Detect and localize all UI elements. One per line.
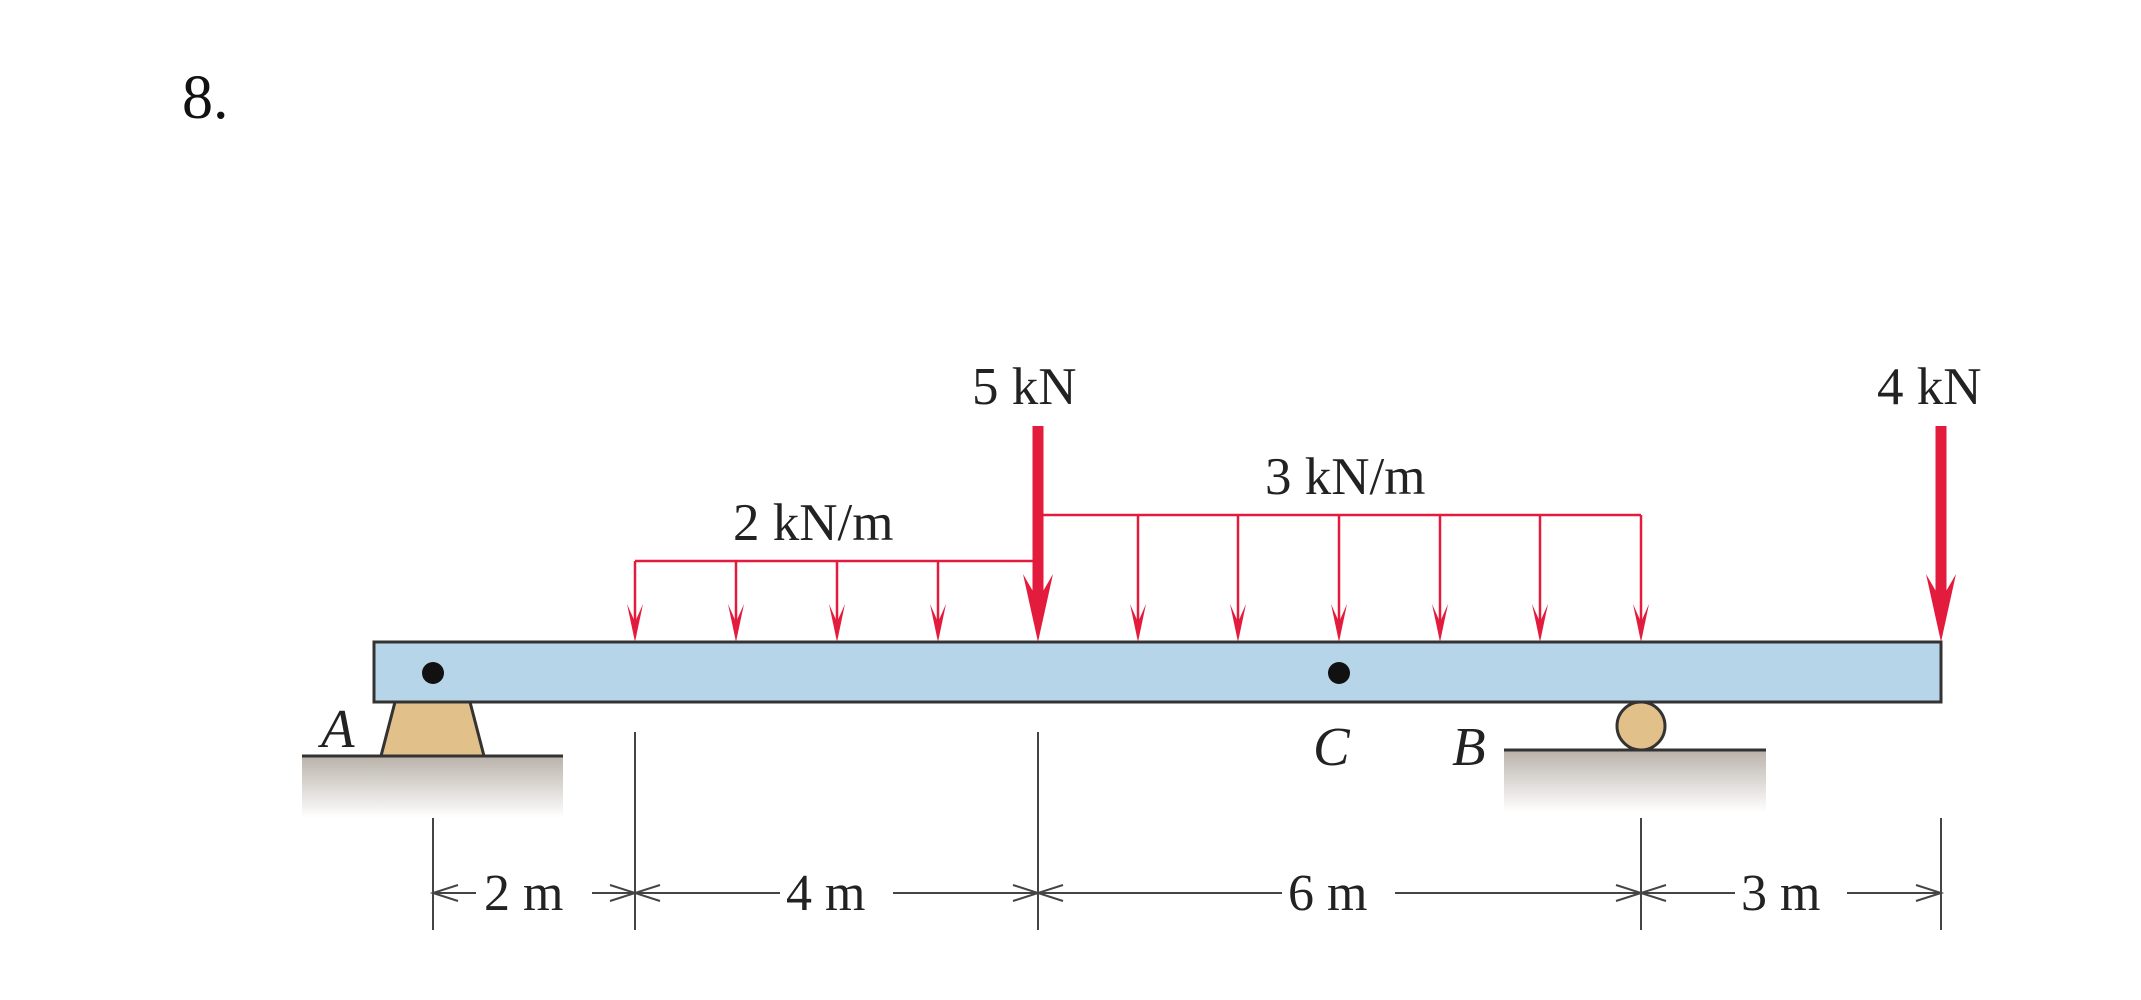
label-a: A: [317, 698, 355, 759]
label-c: C: [1313, 716, 1351, 777]
label-b: B: [1452, 716, 1486, 777]
distributed-load-3kn: [1040, 513, 1649, 642]
dimension-label-2m: 2 m: [484, 865, 563, 922]
point-load-4kn-label: 4 kN: [1877, 358, 1982, 416]
ground-left: [302, 754, 563, 818]
dimension-label-3m: 3 m: [1741, 865, 1820, 922]
beam: [372, 640, 1943, 704]
point-a-marker: [422, 662, 444, 684]
point-load-5kn-arrow: [1023, 426, 1053, 642]
distributed-load-2kn-label: 2 kN/m: [733, 494, 893, 552]
dimension-label-4m: 4 m: [786, 865, 865, 922]
ground-right: [1504, 748, 1766, 812]
roller-support-b: [1615, 700, 1667, 752]
point-load-5kn-label: 5 kN: [972, 358, 1077, 416]
point-c-marker: [1328, 662, 1350, 684]
problem-number: 8.: [182, 64, 229, 132]
point-load-4kn-arrow: [1926, 426, 1956, 642]
dimension-extension-lines: [432, 732, 1942, 930]
pin-support-a: [379, 700, 486, 758]
dimension-label-6m: 6 m: [1288, 865, 1367, 922]
dimension-lines: [429, 884, 1945, 902]
distributed-load-3kn-label: 3 kN/m: [1265, 448, 1425, 506]
distributed-load-2kn: [627, 559, 1040, 642]
